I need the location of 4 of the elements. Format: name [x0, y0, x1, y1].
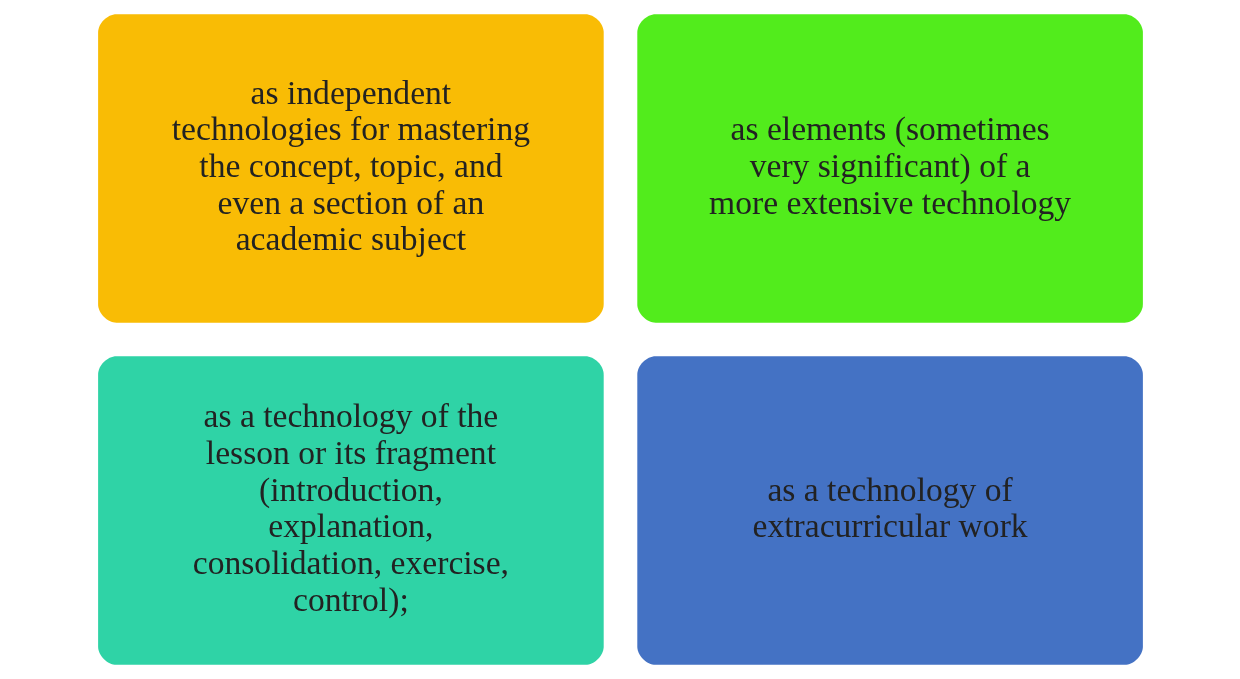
node-box: as a technology of the lesson or its fragment (introduction, explanation, consolidation, exercise, control);: [97, 356, 604, 665]
node-box: as elements (sometimes very significant) of a more extensive technology: [636, 14, 1143, 323]
node-box: as a technology of extracurricular work: [636, 356, 1143, 665]
node-box: as independent technologies for mastering the concept, topic, and even a section of an academic subject: [97, 14, 604, 323]
